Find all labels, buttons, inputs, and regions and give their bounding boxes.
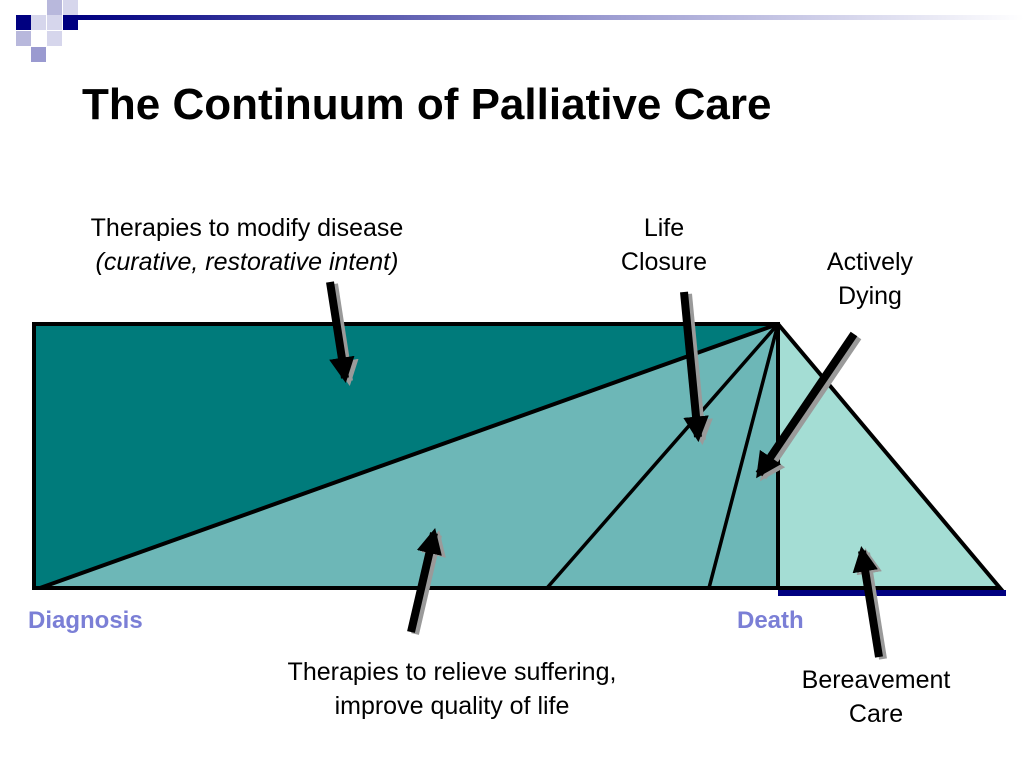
label-life-closure: Life Closure bbox=[604, 211, 724, 279]
deco-square bbox=[47, 15, 62, 30]
label-modify-disease-line2: (curative, restorative intent) bbox=[95, 248, 399, 276]
deco-square bbox=[63, 15, 78, 30]
bereavement-outline bbox=[776, 322, 1005, 590]
label-relieve-suffering-line2: improve quality of life bbox=[334, 692, 570, 720]
deco-square bbox=[31, 47, 46, 62]
label-bereavement: Bereavement Care bbox=[786, 663, 966, 731]
divider-main bbox=[39, 322, 779, 590]
arrow-relieve-suffering bbox=[407, 528, 442, 633]
arrow-life-closure bbox=[680, 291, 709, 443]
label-bereavement-line2: Care bbox=[848, 700, 904, 728]
deco-square bbox=[31, 15, 46, 30]
label-relieve-suffering-line1: Therapies to relieve suffering, bbox=[287, 658, 617, 686]
header-decoration bbox=[16, 0, 1024, 62]
bereavement-base-accent bbox=[778, 590, 1006, 596]
label-life-closure-line1: Life bbox=[643, 214, 685, 242]
divider-life-closure bbox=[545, 322, 780, 590]
deco-square bbox=[16, 15, 31, 30]
divider-actively-dying bbox=[707, 323, 780, 589]
arrow-modify-disease bbox=[326, 281, 355, 384]
deco-square bbox=[16, 31, 31, 46]
label-actively-dying: Actively Dying bbox=[808, 245, 932, 313]
arrow-actively-dying bbox=[755, 331, 858, 479]
arrow-bereavement bbox=[852, 545, 883, 658]
slide-title: The Continuum of Palliative Care bbox=[82, 80, 772, 129]
label-actively-dying-line1: Actively bbox=[826, 248, 914, 276]
label-bereavement-line1: Bereavement bbox=[801, 666, 951, 694]
axis-label-death: Death bbox=[737, 607, 804, 634]
label-relieve-suffering: Therapies to relieve suffering, improve … bbox=[252, 655, 652, 723]
header-gradient-bar bbox=[78, 15, 1024, 20]
axis-label-diagnosis: Diagnosis bbox=[28, 607, 143, 634]
label-actively-dying-line2: Dying bbox=[838, 282, 902, 310]
label-modify-disease: Therapies to modify disease (curative, r… bbox=[62, 211, 432, 279]
label-life-closure-line2: Closure bbox=[620, 248, 708, 276]
deco-square bbox=[47, 31, 62, 46]
deco-square bbox=[63, 0, 78, 15]
label-modify-disease-line1: Therapies to modify disease bbox=[90, 214, 404, 242]
deco-square bbox=[47, 0, 62, 15]
